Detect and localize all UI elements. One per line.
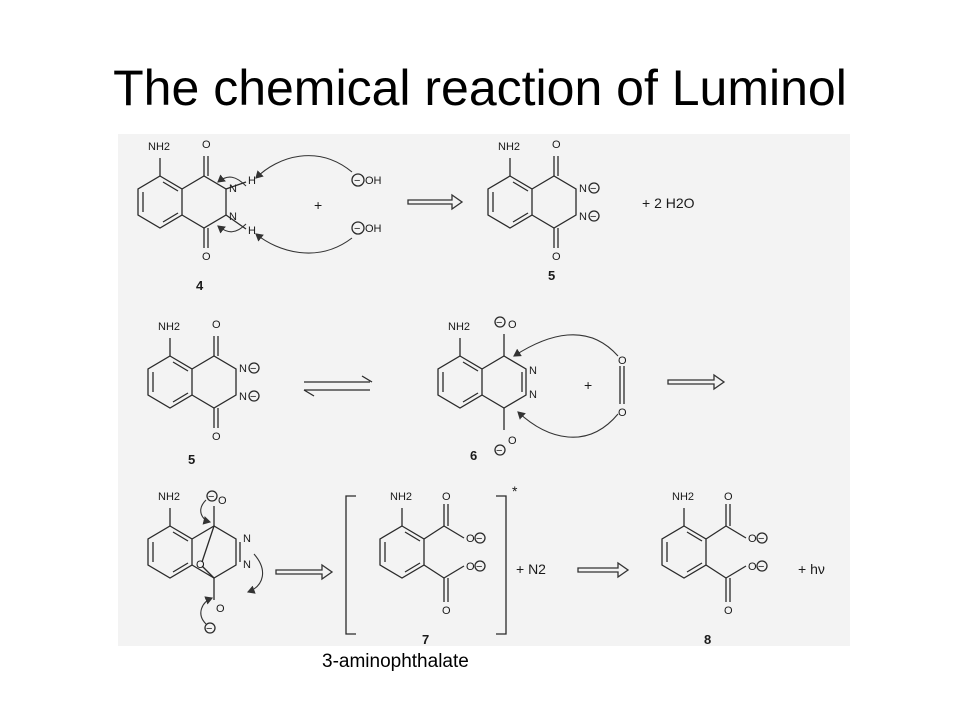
svg-text:−: − — [354, 175, 360, 187]
svg-text:O: O — [212, 319, 221, 331]
compound-label-8: 8 — [704, 632, 711, 646]
svg-text:N: N — [229, 211, 237, 223]
slide-title: The chemical reaction of Luminol — [113, 60, 847, 116]
svg-text:O: O — [618, 407, 627, 419]
svg-text:O: O — [202, 139, 211, 151]
svg-text:O: O — [196, 559, 205, 571]
svg-text:NH2: NH2 — [448, 321, 470, 333]
forward-arrow-2 — [667, 373, 726, 391]
oxygen-addition: + O O — [513, 334, 627, 438]
luminol-molecule-4: NH2 O O N N H H 4 — [137, 139, 256, 293]
compound-label-5-repeat: 5 — [188, 452, 195, 467]
compound-label-4: 4 — [196, 278, 204, 293]
svg-text:O: O — [508, 319, 517, 331]
svg-text:N: N — [579, 211, 587, 223]
svg-text:−: − — [208, 491, 214, 503]
diazaquinone-molecule-6: NH2 O − O − N N 6 — [437, 316, 537, 463]
svg-text:N: N — [239, 391, 247, 403]
svg-text:−: − — [758, 561, 764, 573]
svg-text:O: O — [212, 431, 221, 443]
svg-text:NH2: NH2 — [158, 491, 180, 503]
svg-text:N: N — [229, 183, 237, 195]
svg-text:O: O — [202, 251, 211, 263]
svg-text:−: − — [496, 445, 502, 457]
excited-aminophthalate-7: * NH2 O O O − O − 7 — [345, 483, 518, 646]
svg-text:O: O — [508, 435, 517, 447]
svg-text:O: O — [466, 561, 475, 573]
svg-text:O: O — [216, 603, 225, 615]
forward-arrow-1 — [407, 193, 464, 211]
svg-text:−: − — [590, 183, 596, 195]
svg-text:N: N — [529, 365, 537, 377]
svg-text:−: − — [590, 211, 596, 223]
svg-text:O: O — [724, 491, 733, 503]
svg-text:+: + — [584, 377, 592, 393]
svg-text:NH2: NH2 — [672, 491, 694, 503]
reaction-scheme: NH2 O O N N H H 4 − OH − OH + — [137, 139, 825, 646]
svg-text:OH: OH — [365, 175, 382, 187]
hydroxide-attack: − OH − OH + — [217, 155, 382, 254]
svg-text:O: O — [218, 495, 227, 507]
svg-text:N: N — [243, 559, 251, 571]
svg-text:+: + — [314, 197, 322, 213]
svg-text:O: O — [748, 533, 757, 545]
svg-text:−: − — [206, 623, 212, 635]
svg-text:NH2: NH2 — [158, 321, 180, 333]
forward-arrow-3 — [275, 563, 334, 581]
svg-text:O: O — [618, 355, 627, 367]
compound-label-7: 7 — [422, 632, 429, 646]
compound-label-6: 6 — [470, 448, 477, 463]
svg-text:−: − — [354, 223, 360, 235]
forward-arrow-4 — [577, 561, 630, 579]
svg-text:NH2: NH2 — [498, 141, 520, 153]
svg-text:O: O — [442, 605, 451, 617]
peroxide-intermediate: NH2 O − O O − N N — [147, 490, 264, 635]
svg-text:N: N — [243, 533, 251, 545]
product-caption: 3-aminophthalate — [322, 651, 469, 672]
svg-text:O: O — [724, 605, 733, 617]
light-emission-product: + hν — [798, 561, 825, 577]
compound-label-5: 5 — [548, 268, 555, 283]
amine-label: NH2 — [148, 141, 170, 153]
svg-text:O: O — [552, 251, 561, 263]
svg-text:OH: OH — [365, 223, 382, 235]
svg-text:O: O — [442, 491, 451, 503]
svg-text:−: − — [758, 533, 764, 545]
reaction-scheme-panel: NH2 O O N N H H 4 − OH − OH + — [118, 134, 850, 646]
svg-text:H: H — [248, 175, 256, 187]
svg-text:−: − — [476, 561, 482, 573]
svg-text:−: − — [250, 363, 256, 375]
nitrogen-gas-product: + N2 — [516, 561, 546, 577]
dianion-molecule-5b: NH2 O O N N − − 5 — [147, 319, 260, 467]
dianion-molecule-5: NH2 O O N N − − 5 — [487, 139, 600, 283]
svg-text:N: N — [529, 389, 537, 401]
aminophthalate-molecule-8: NH2 O O O − O − 8 — [661, 491, 768, 646]
svg-text:NH2: NH2 — [390, 491, 412, 503]
svg-text:N: N — [579, 183, 587, 195]
svg-text:O: O — [552, 139, 561, 151]
svg-text:O: O — [466, 533, 475, 545]
svg-text:H: H — [248, 225, 256, 237]
svg-text:−: − — [476, 533, 482, 545]
svg-text:−: − — [250, 391, 256, 403]
water-product: + 2 H2O — [642, 195, 695, 211]
svg-text:N: N — [239, 363, 247, 375]
svg-text:O: O — [748, 561, 757, 573]
svg-text:*: * — [512, 483, 518, 499]
equilibrium-arrow — [303, 375, 373, 397]
svg-text:−: − — [496, 317, 502, 329]
